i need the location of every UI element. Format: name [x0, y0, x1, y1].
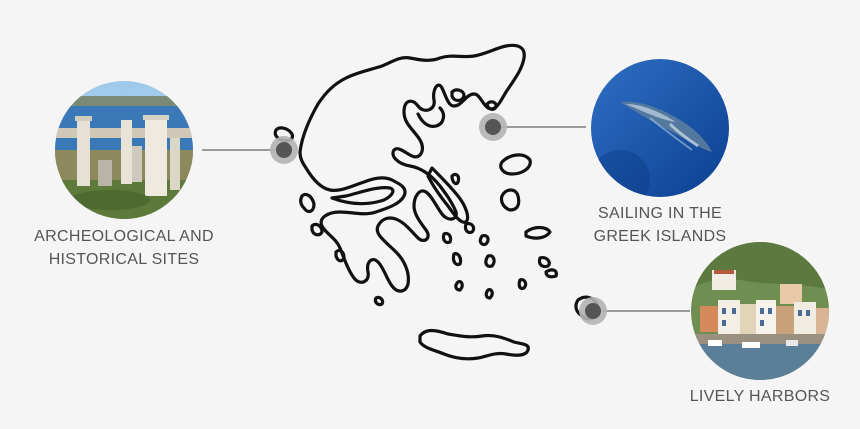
label-archaeology-line1: ARCHEOLOGICAL AND — [34, 228, 214, 245]
marker-sailing[interactable] — [479, 113, 507, 141]
label-archaeology-line2: HISTORICAL SITES — [48, 251, 200, 268]
mainland-outline — [298, 43, 526, 293]
label-sailing-line2: GREEK ISLANDS — [593, 228, 727, 245]
island-ikaria — [524, 225, 552, 240]
label-harbors-line1: LIVELY HARBORS — [689, 388, 831, 405]
location-dot-icon — [485, 119, 501, 135]
island-samothrace — [485, 100, 498, 111]
greece-map — [273, 43, 600, 361]
island-kos — [537, 256, 551, 269]
marker-archaeology[interactable] — [270, 136, 298, 164]
ancient-columns-photo — [55, 81, 193, 219]
island-andros — [463, 222, 476, 235]
island-euboea — [426, 166, 470, 224]
location-dot-icon — [276, 142, 292, 158]
location-dot-icon — [585, 303, 601, 319]
marker-harbors[interactable] — [579, 297, 607, 325]
label-harbors: LIVELY HARBORS — [680, 385, 840, 408]
label-sailing-line1: SAILING IN THE — [598, 205, 722, 222]
island-kythira — [373, 295, 385, 307]
label-archaeology: ARCHEOLOGICAL AND HISTORICAL SITES — [24, 225, 224, 271]
label-sailing: SAILING IN THE GREEK ISLANDS — [580, 202, 740, 248]
island-paros — [451, 252, 463, 267]
island-skyros — [450, 172, 461, 186]
island-milos — [441, 231, 453, 245]
island-lesbos — [499, 153, 532, 176]
island-tinos — [478, 234, 490, 247]
island-zakynthos — [334, 248, 346, 263]
harbor-houses-photo — [691, 242, 829, 380]
dolphin-sea-photo — [591, 59, 729, 197]
island-kefalonia — [310, 222, 324, 237]
island-amorgos — [517, 278, 528, 291]
island-crete — [418, 328, 530, 361]
gulf-detail — [330, 186, 395, 206]
island-thasos — [450, 88, 466, 103]
island-santorini — [484, 288, 494, 300]
chalkidiki — [416, 106, 446, 128]
island-corfu — [299, 192, 316, 214]
island-kythnos — [454, 280, 464, 292]
island-astypalaia — [544, 268, 558, 279]
island-naxos — [484, 254, 496, 268]
island-chios — [499, 188, 521, 212]
